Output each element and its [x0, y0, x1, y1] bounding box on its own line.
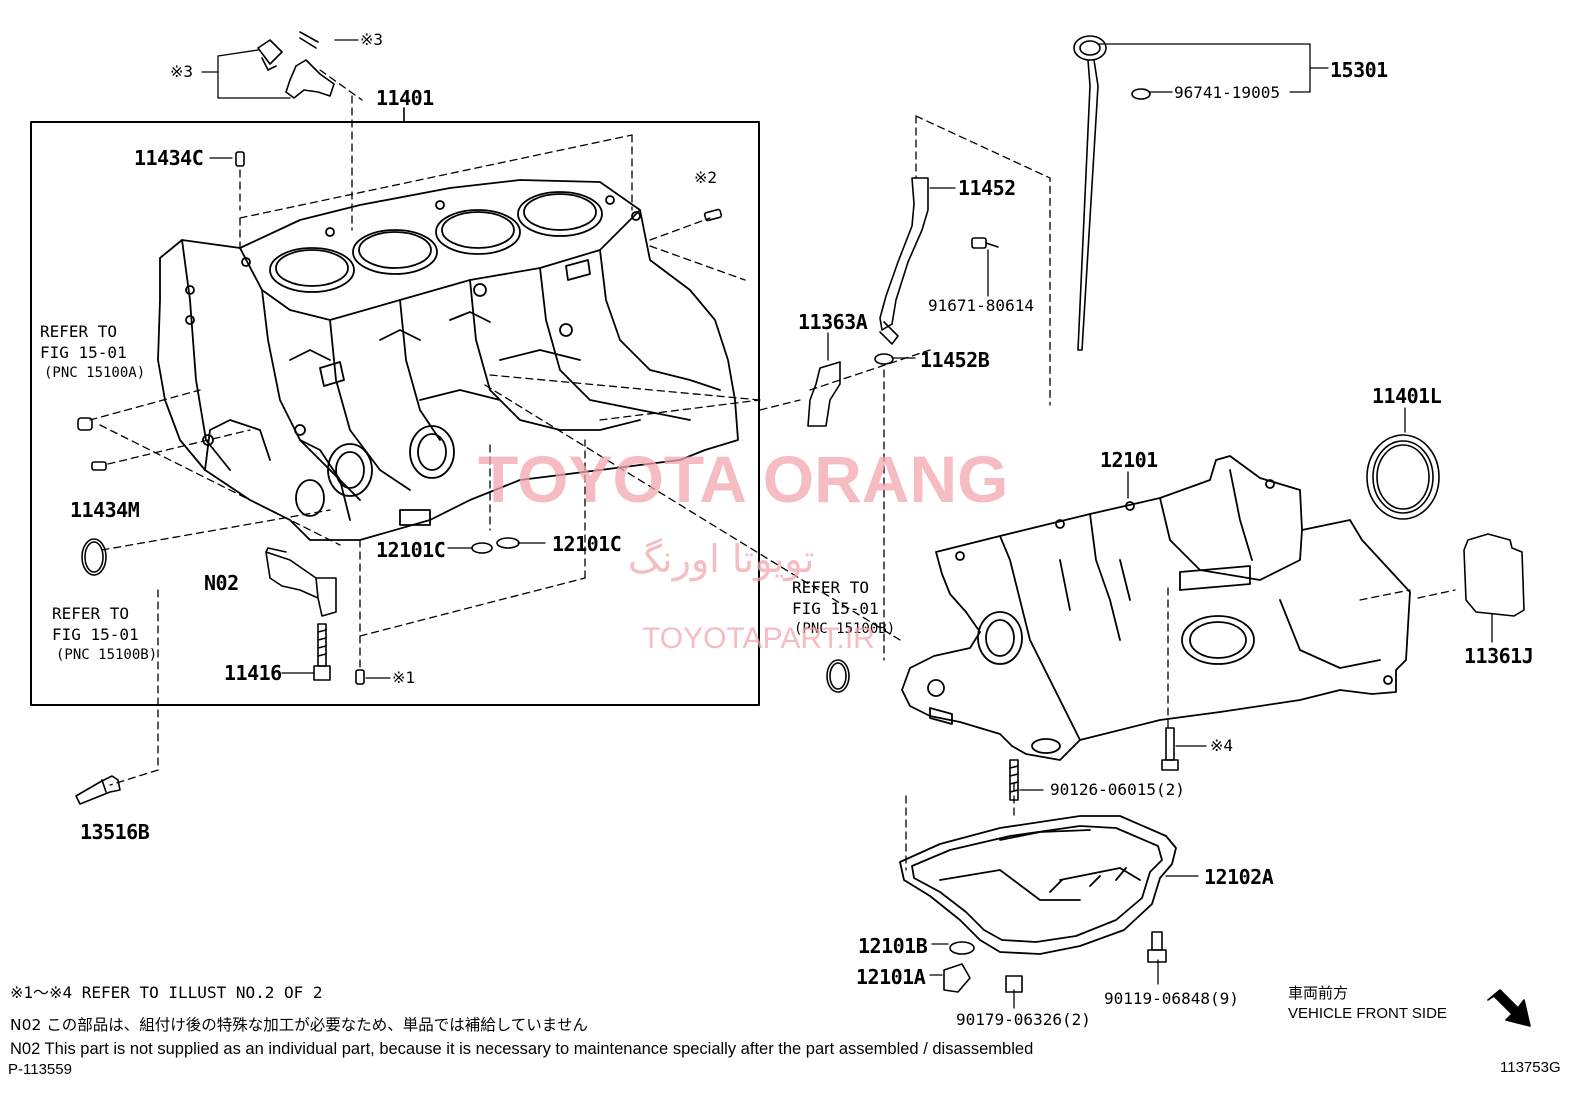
refer-b-line3: (PNC 15100B) [56, 647, 158, 663]
watermark-brand: TOYOTA ORANG [478, 442, 1009, 516]
label-11434M: 11434M [70, 498, 140, 522]
block-dashed-leaders [89, 69, 931, 786]
oil-pan-lower-illustration [899, 815, 1177, 955]
label-12101: 12101 [1100, 448, 1158, 472]
illustration-id: 113753G [1500, 1059, 1561, 1076]
front-label-jp: 車両前方 [1288, 984, 1349, 1002]
oil-seal-11401L [1366, 434, 1440, 520]
label-11452B: 11452B [920, 348, 990, 372]
refer-c-line2: FIG 15-01 [792, 599, 879, 618]
mark-ref-4: ※4 [1210, 736, 1234, 755]
note-n02-jp: N02 この部品は、組付け後の特殊な加工が必要なため、単品では補給していません [10, 1016, 588, 1034]
mark-ref-3-top: ※3 [360, 30, 384, 49]
refer-b-line2: FIG 15-01 [52, 625, 139, 644]
oil-pan-fasteners [943, 727, 1179, 993]
label-11416: 11416 [224, 661, 282, 685]
right-dashed-leaders [883, 115, 1456, 871]
watermark-brand-fa: تویوتا اورنگ [628, 537, 815, 581]
solid-leaders [201, 39, 1493, 1009]
label-12101C-left: 12101C [376, 538, 446, 562]
note-refer-illust: ※1～※4 REFER TO ILLUST NO.2 OF 2 [10, 983, 323, 1002]
front-arrow-icon [1487, 989, 1531, 1027]
dipstick-guide-illustration [807, 177, 999, 427]
label-11401: 11401 [376, 86, 434, 110]
note-n02-en: N02 This part is not supplied as an indi… [10, 1040, 1034, 1058]
label-90119-06848: 90119-06848(9) [1104, 989, 1239, 1008]
label-11401L: 11401L [1372, 384, 1442, 408]
label-N02: N02 [204, 571, 239, 595]
refer-b-line1: REFER TO [52, 604, 130, 623]
refer-a-line1: REFER TO [40, 322, 118, 341]
label-11361J: 11361J [1464, 644, 1534, 668]
mark-ref-1: ※1 [392, 668, 416, 687]
label-12101B: 12101B [858, 934, 928, 958]
label-90126-06015: 90126-06015(2) [1050, 780, 1185, 799]
front-label-en: VEHICLE FRONT SIDE [1288, 1005, 1447, 1022]
label-15301: 15301 [1330, 58, 1388, 82]
refer-c-line3: (PNC 15100B) [794, 621, 896, 637]
label-12101C-right: 12101C [552, 532, 622, 556]
o-ring-right [826, 659, 850, 693]
label-13516B: 13516B [80, 820, 150, 844]
refer-a-line2: FIG 15-01 [40, 343, 127, 362]
cover-11361J [1463, 533, 1525, 617]
block-group-frame [30, 121, 760, 706]
refer-c-line1: REFER TO [792, 578, 870, 597]
dipstick-illustration [1073, 35, 1151, 351]
label-11363A: 11363A [798, 310, 868, 334]
oil-pan-upper-illustration [901, 455, 1411, 761]
label-12102A: 12102A [1204, 865, 1274, 889]
label-90179-06326: 90179-06326(2) [956, 1010, 1091, 1029]
mark-ref-3-left: ※3 [170, 62, 194, 81]
refer-a-line3: (PNC 15100A) [44, 365, 146, 381]
label-11434C: 11434C [134, 146, 204, 170]
label-12101A: 12101A [856, 965, 926, 989]
watermark-url: TOYOTAPART.IR [642, 622, 875, 655]
label-96741-19005: 96741-19005 [1174, 83, 1280, 102]
part-shapes-block [75, 31, 723, 805]
label-11452: 11452 [958, 176, 1016, 200]
page-id: P-113559 [8, 1061, 72, 1078]
cylinder-block-illustration [157, 179, 739, 541]
label-91671-80614: 91671-80614 [928, 296, 1034, 315]
mark-ref-2: ※2 [694, 168, 718, 187]
